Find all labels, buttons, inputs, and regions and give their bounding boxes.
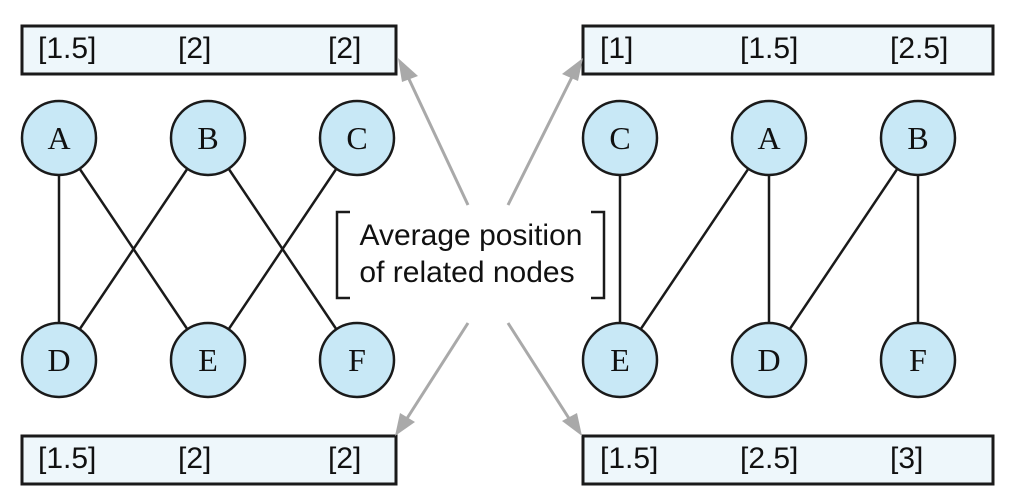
caption-line-2: of related nodes xyxy=(359,256,574,289)
left-node-top-1: A xyxy=(20,99,98,177)
box-bottom-right: [1.5] [2.5] [3] xyxy=(581,434,995,486)
box-top-left-value-3: [2] xyxy=(328,32,361,65)
left-node-bottom-1-label: D xyxy=(47,342,70,378)
caption-right-bracket xyxy=(591,210,606,300)
right-node-bottom-1: E xyxy=(581,321,659,399)
box-top-right-value-2: [1.5] xyxy=(740,32,798,65)
left-node-top-3: C xyxy=(318,99,396,177)
box-top-right: [1] [1.5] [2.5] xyxy=(581,24,995,76)
right-node-bottom-1-label: E xyxy=(610,342,630,378)
edge-right-a-e xyxy=(618,137,771,361)
caption: Average position of related nodes xyxy=(335,210,606,300)
box-bottom-left-value-3: [2] xyxy=(328,442,361,475)
left-node-bottom-3: F xyxy=(318,321,396,399)
caption-left-bracket xyxy=(335,210,350,300)
right-node-top-1: C xyxy=(581,99,659,177)
left-node-top-1-label: A xyxy=(47,120,70,156)
edge-left-c-e xyxy=(206,137,359,361)
left-node-top-3-label: C xyxy=(346,120,367,156)
box-bottom-right-value-3: [3] xyxy=(890,442,923,475)
right-node-bottom-2: D xyxy=(730,321,808,399)
left-node-bottom-2: E xyxy=(169,321,247,399)
box-bottom-left: [1.5] [2] [2] xyxy=(20,434,398,486)
edge-right-b-d xyxy=(767,137,920,361)
box-top-right-value-1: [1] xyxy=(600,32,633,65)
caption-line-1: Average position xyxy=(360,219,583,252)
box-top-right-value-3: [2.5] xyxy=(890,32,948,65)
arrow-to-top-right xyxy=(506,58,583,206)
edge-left-b-d xyxy=(57,137,210,361)
right-node-bottom-2-label: D xyxy=(757,342,780,378)
arrow-to-top-left xyxy=(398,58,470,206)
right-node-bottom-3-label: F xyxy=(909,342,927,378)
box-bottom-left-value-1: [1.5] xyxy=(38,442,96,475)
right-node-top-3-label: B xyxy=(907,120,928,156)
box-bottom-right-value-2: [2.5] xyxy=(740,442,798,475)
left-node-bottom-1: D xyxy=(20,321,98,399)
right-node-top-1-label: C xyxy=(609,120,630,156)
box-top-left-value-1: [1.5] xyxy=(38,32,96,65)
box-bottom-right-value-1: [1.5] xyxy=(600,442,658,475)
right-node-top-2-label: A xyxy=(757,120,780,156)
box-top-left: [1.5] [2] [2] xyxy=(20,24,398,76)
right-node-bottom-3: F xyxy=(879,321,957,399)
right-node-top-3: B xyxy=(879,99,957,177)
left-node-top-2: B xyxy=(169,99,247,177)
box-top-left-value-2: [2] xyxy=(178,32,211,65)
right-node-top-2: A xyxy=(730,99,808,177)
arrow-to-bottom-right xyxy=(506,322,582,436)
left-node-bottom-3-label: F xyxy=(348,342,366,378)
left-node-top-2-label: B xyxy=(197,120,218,156)
left-node-bottom-2-label: E xyxy=(198,342,218,378)
arrow-to-bottom-left xyxy=(395,322,470,436)
box-bottom-left-value-2: [2] xyxy=(178,442,211,475)
